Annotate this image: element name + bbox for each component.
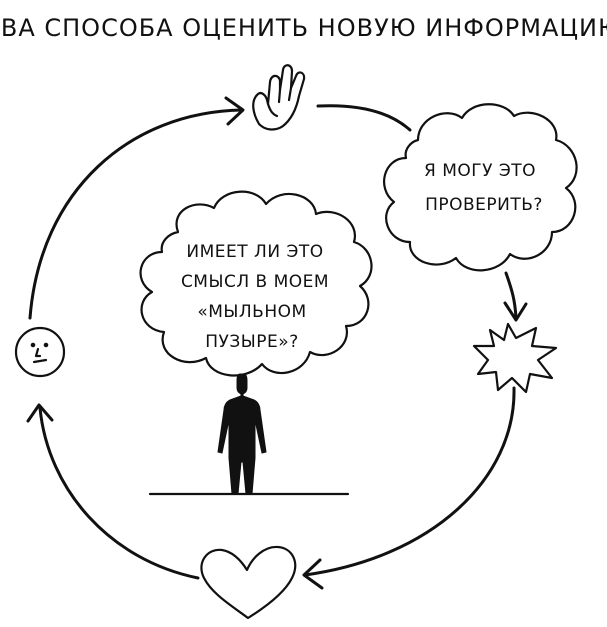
arrow-bubble-to-burst — [504, 271, 518, 320]
heart-icon — [200, 545, 297, 620]
arrowhead-to-burst — [503, 301, 528, 322]
thought-bubble — [139, 190, 373, 377]
diagram-title: ДВА СПОСОБА ОЦЕНИТЬ НОВУЮ ИНФОРМАЦИЮ — [0, 14, 607, 42]
standing-person-icon — [217, 373, 267, 495]
thought-bubble-line-4: ПУЗЫРЕ»? — [205, 332, 298, 352]
arrowhead-to-heart — [302, 558, 324, 590]
thinking-face-icon — [14, 326, 66, 378]
check-bubble-line-1: Я МОГУ ЭТО — [424, 161, 536, 181]
thought-bubble-line-2: СМЫСЛ В МОЕМ — [181, 272, 329, 292]
thought-bubble-line-3: «МЫЛЬНОМ — [197, 302, 306, 322]
arrowhead-to-face — [26, 403, 54, 423]
arrow-burst-to-heart — [303, 386, 516, 577]
check-bubble-line-2: ПРОВЕРИТЬ? — [425, 195, 543, 215]
thought-bubble-line-1: ИМЕЕТ ЛИ ЭТО — [186, 242, 323, 262]
arrow-heart-to-face — [38, 406, 200, 580]
arrowhead-to-hand — [224, 96, 245, 126]
arrow-hand-to-bubble — [316, 104, 412, 132]
raised-hand-icon — [252, 64, 306, 131]
arrow-face-to-hand — [28, 108, 244, 320]
check-bubble — [383, 103, 578, 272]
starburst-icon — [472, 322, 558, 394]
